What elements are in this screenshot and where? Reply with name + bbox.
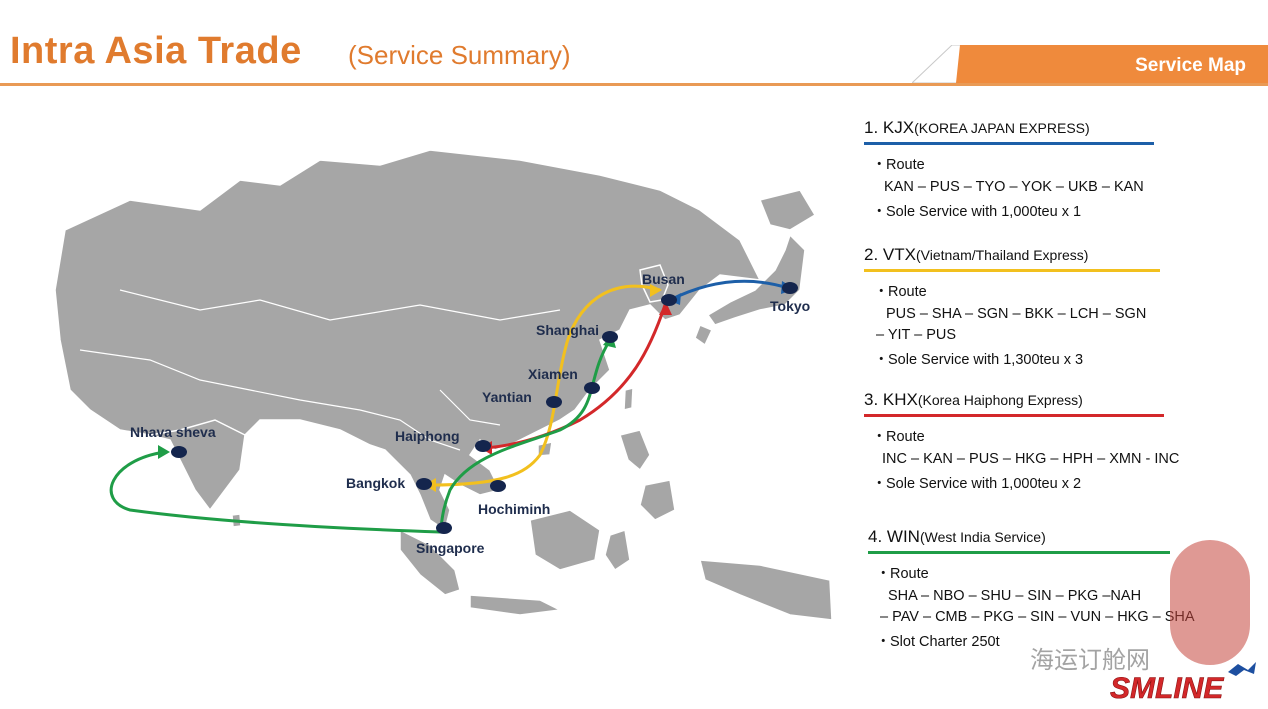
service-vtx-route-line-2: – YIT – PUS: [876, 327, 957, 343]
city-label-shanghai: Shanghai: [536, 322, 600, 338]
port-marker-yantian: [546, 396, 562, 408]
service-vtx-note: ・Sole Service with 1,300teu x 3: [874, 352, 1084, 368]
service-vtx: 2. VTX(Vietnam/Thailand Express) ・Route …: [864, 245, 1174, 369]
service-win-route-header: ・Route: [876, 566, 929, 582]
service-kjx: 1. KJX(KOREA JAPAN EXPRESS) ・Route KAN –…: [864, 118, 1174, 221]
service-khx-code: 3. KHX: [864, 390, 918, 409]
city-label-haiphong: Haiphong: [395, 428, 460, 444]
service-kjx-full-name: (KOREA JAPAN EXPRESS): [914, 120, 1090, 136]
service-win-rule: [868, 551, 1170, 554]
smline-logo: SMLINE: [1110, 662, 1256, 705]
service-map-label: Service Map: [1135, 55, 1246, 76]
port-marker-xiamen: [584, 382, 600, 394]
service-khx-rule: [864, 414, 1164, 417]
port-marker-bangkok: [416, 478, 432, 490]
service-kjx-note: ・Sole Service with 1,000teu x 1: [872, 204, 1082, 220]
service-vtx-title: 2. VTX(Vietnam/Thailand Express): [864, 245, 1174, 265]
page-title: Intra Asia Trade: [10, 30, 302, 72]
asia-map: [54, 149, 833, 621]
service-kjx-route-header: ・Route: [872, 157, 925, 173]
service-win-route-line-1: SHA – NBO – SHU – SIN – PKG –NAH: [888, 588, 1142, 604]
service-khx-full-name: (Korea Haiphong Express): [917, 392, 1083, 408]
seal-stamp: [1170, 540, 1250, 665]
service-map-banner-shape: [910, 44, 1268, 84]
header-divider: [0, 83, 1268, 86]
service-win-code: 4. WIN: [868, 527, 920, 546]
service-kjx-title: 1. KJX(KOREA JAPAN EXPRESS): [864, 118, 1174, 138]
service-kjx-code: 1. KJX: [864, 118, 915, 137]
service-vtx-route-line-1: PUS – SHA – SGN – BKK – LCH – SGN: [886, 306, 1147, 322]
service-win-full-name: (West India Service): [919, 529, 1046, 545]
page-subtitle: (Service Summary): [348, 40, 571, 70]
service-khx: 3. KHX(Korea Haiphong Express) ・Route IN…: [864, 390, 1180, 493]
kjx-route-line: [669, 279, 789, 302]
city-label-xiamen: Xiamen: [528, 366, 578, 382]
port-markers: [171, 282, 798, 534]
service-vtx-code: 2. VTX: [864, 245, 916, 264]
service-win-title: 4. WIN(West India Service): [868, 527, 1178, 547]
service-win: 4. WIN(West India Service) ・Route SHA – …: [868, 527, 1195, 651]
service-map-banner: Service Map: [910, 44, 1268, 84]
port-marker-singapore: [436, 522, 452, 534]
service-win-route-line-2: – PAV – CMB – PKG – SIN – VUN – HKG – SH…: [880, 609, 1195, 625]
land-mass: [54, 149, 833, 621]
city-label-bangkok: Bangkok: [346, 475, 406, 491]
watermark-text: 海运订舱网: [1030, 647, 1150, 674]
city-label-busan: Busan: [642, 271, 685, 287]
port-marker-tokyo: [782, 282, 798, 294]
svg-text:SMLINE: SMLINE: [1110, 672, 1224, 705]
service-khx-route: INC – KAN – PUS – HKG – HPH – XMN - INC: [882, 451, 1180, 467]
city-label-yantian: Yantian: [482, 389, 532, 405]
service-kjx-route: KAN – PUS – TYO – YOK – UKB – KAN: [884, 179, 1144, 195]
city-label-hochiminh: Hochiminh: [478, 501, 551, 517]
port-marker-nhava-sheva: [171, 446, 187, 458]
service-win-note: ・Slot Charter 250t: [876, 634, 1000, 650]
service-khx-route-header: ・Route: [872, 429, 925, 445]
win-route-arrow-nhava: [158, 445, 170, 459]
country-borders: [79, 289, 561, 451]
city-label-tokyo: Tokyo: [770, 298, 811, 314]
port-marker-busan: [661, 294, 677, 306]
city-label-nhava-sheva: Nhava sheva: [130, 424, 216, 440]
port-marker-hochiminh: [490, 480, 506, 492]
service-khx-title: 3. KHX(Korea Haiphong Express): [864, 390, 1174, 410]
service-vtx-rule: [864, 269, 1160, 272]
vtx-route-arrow-busan: [650, 284, 662, 297]
service-vtx-route-header: ・Route: [874, 284, 927, 300]
service-kjx-rule: [864, 142, 1154, 145]
port-marker-shanghai: [602, 331, 618, 343]
khx-route-arrow-busan: [659, 302, 672, 315]
port-marker-haiphong: [475, 440, 491, 452]
service-vtx-full-name: (Vietnam/Thailand Express): [915, 247, 1089, 263]
city-label-singapore: Singapore: [416, 540, 485, 556]
service-khx-note: ・Sole Service with 1,000teu x 2: [872, 476, 1082, 492]
